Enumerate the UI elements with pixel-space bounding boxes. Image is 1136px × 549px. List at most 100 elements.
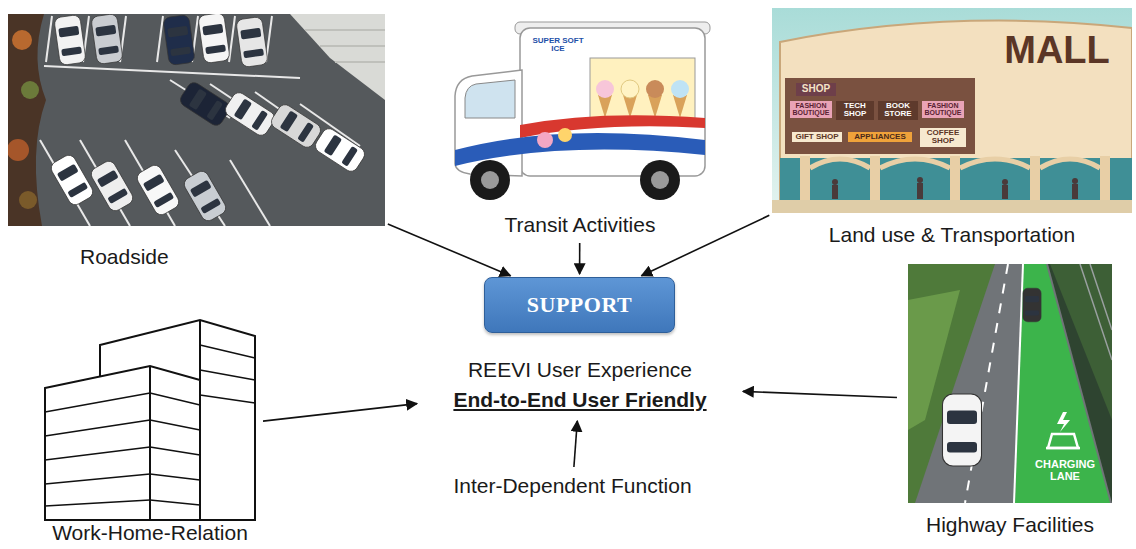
connector-arrow [579,243,581,274]
ice-cream-truck-part [537,132,553,148]
ice-cream-truck-part [558,128,572,142]
highway-photo-part-part [1080,264,1112,360]
shop-sign: FASHION BOUTIQUE [922,101,964,118]
parking-lot-photo-part-part [230,160,270,226]
ice-cream-truck-part-part [598,95,612,118]
highway-photo-part [1015,264,1110,503]
highway-photo-part [1023,288,1041,322]
mall-illustration-part [772,8,1132,213]
parking-lot-photo-part [12,30,32,50]
connector-arrow [263,404,417,422]
connector-arrow [642,215,770,275]
parking-lot-photo-part [21,81,39,99]
parking-lot-photo-part-part [229,16,235,62]
mall-illustration-part-part [810,159,870,168]
parking-lot-photo-part [182,169,229,224]
parking-lot-photo-part [49,153,96,208]
parking-lot-photo-part [135,163,182,218]
mall-illustration-part-part [1100,156,1110,202]
mall-illustration-part-part [880,159,950,168]
node-label: REEVI User Experience [468,355,692,385]
ice-cream-truck-part [590,58,695,120]
office-building-icon-part-part [150,420,200,430]
shop-sign: BOOK STORE [878,101,918,120]
parking-lot-photo-part [8,14,385,226]
highway-photo-part-part [1046,447,1080,450]
node-label: Inter-Dependent Function [453,473,691,499]
ice-cream-truck-part-part [648,95,662,118]
office-building-icon-part-part [45,420,150,436]
ice-cream-truck-part-part [596,80,614,98]
ice-cream-truck-part [651,171,669,189]
office-building-icon-part [149,366,151,520]
lane-marking: CHARGING LANE [1028,458,1102,483]
parking-lot-photo-part-part [157,16,163,62]
user-experience-text: REEVI User ExperienceEnd-to-End User Fri… [420,352,740,418]
office-building-icon-part [45,393,200,506]
ice-cream-truck-part [465,80,515,118]
parking-lot-photo-part [163,14,195,65]
mall-illustration-part [800,156,1110,202]
parking-lot-photo-part [40,16,360,226]
parking-lot-photo-part [305,30,385,62]
mall-illustration-part [772,200,1132,213]
highway-photo-part [1080,264,1112,360]
mall-illustration-part [810,159,1100,168]
parking-lot-photo-part [19,191,37,209]
node-label: Highway Facilities [926,512,1094,538]
shop-sign: FASHION BOUTIQUE [790,101,832,118]
mall-illustration [772,8,1132,213]
shop-sign: TECH SHOP [836,101,874,120]
node-label: Transit Activities [505,212,656,238]
ice-cream-truck-part [520,28,705,176]
parking-lot-photo-part [290,14,385,100]
highway-photo-part [1014,264,1023,503]
office-building-icon-part-part [200,395,255,403]
mall-illustration-part [785,78,975,154]
shop-sign: APPLIANCES [848,132,912,142]
office-building-icon-part [45,366,200,520]
shop-sign: COFFEE SHOP [920,128,966,147]
mall-illustration-part-part [917,183,923,199]
node-label: SUPPORT [527,292,632,318]
office-building-icon [45,320,255,520]
office-building-icon-part-part [150,474,200,480]
ice-cream-truck-part [481,171,499,189]
parking-lot-photo [8,14,385,226]
mall-illustration-part-part [800,156,810,202]
mall-illustration-part-part [832,185,838,199]
office-building-icon-part-part [150,447,200,455]
highway-photo-part [943,394,982,466]
inter-dependent-text: Inter-Dependent Function [440,470,705,502]
node-label: Roadside [80,244,169,270]
highway-photo-part [1057,412,1070,432]
office-building-icon-part-part [45,500,150,506]
office-building-icon-part [200,345,255,403]
highway-photo-part [965,264,1008,503]
support-box: SUPPORT [484,277,675,333]
parking-lot-photo-part [8,139,29,161]
parking-lot-photo-part [8,14,46,226]
truck-sign: SUPER SOFT ICE [527,36,589,55]
parking-lot-photo-part-part [335,61,385,63]
mall-illustration-part-part [917,177,923,183]
parking-lot-photo-part [269,102,323,150]
mall-illustration-part-part [870,156,880,202]
mall-illustration-part-part [832,179,838,185]
office-building-icon-part-part [150,393,200,405]
parking-lot-photo-part [54,14,86,65]
office-building-icon-part-part [150,500,200,505]
office-building-icon-part-part [45,474,150,484]
mall-illustration-part [832,177,1078,199]
mall-illustration-part-part [1040,159,1100,168]
office-building-icon-part-part [45,447,150,460]
mall-illustration-part-part [1030,156,1040,202]
highway-photo-part [1046,434,1080,448]
highway-photo-part-part [1090,264,1112,330]
parking-lot-photo-part [178,80,232,128]
mall-illustration-part-part [1002,185,1008,199]
mall-sign: MALL [998,30,1116,72]
connector-arrow [743,391,897,397]
